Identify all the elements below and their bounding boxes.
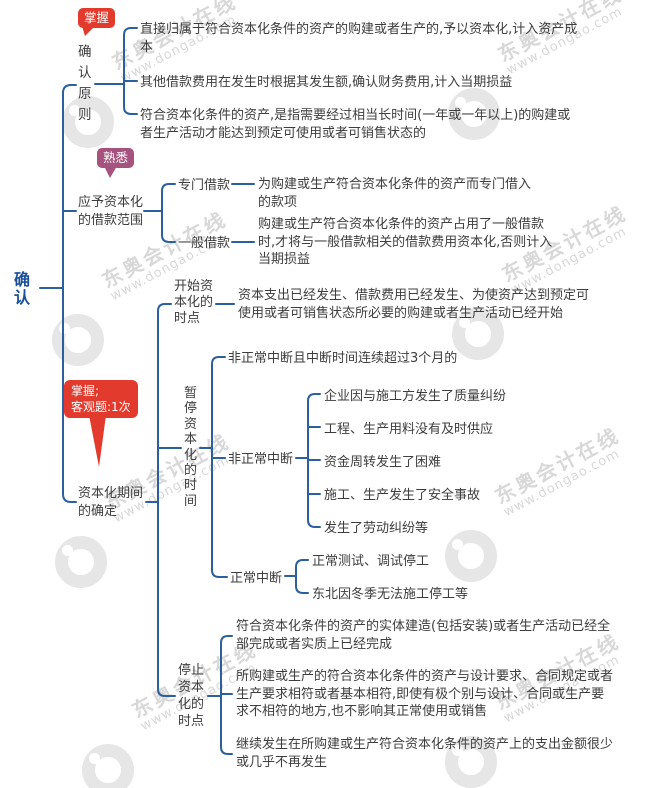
branch3-connector bbox=[145, 303, 182, 697]
leaf-text: 资金周转发生了困难 bbox=[324, 455, 442, 470]
badge-line: 客观题:1次 bbox=[71, 400, 131, 414]
node-yiban-jiekuan: 一般借款 bbox=[178, 236, 231, 251]
node-feizhengchang-zhongduan: 非正常中断 bbox=[228, 452, 294, 467]
leaf-text: 非正常中断且中断时间连续超过3个月的 bbox=[228, 351, 458, 366]
badge-zhangwo: 掌握 bbox=[78, 8, 116, 28]
leaf-text: 工程、生产用料没有及时供应 bbox=[324, 422, 494, 437]
badge-tail bbox=[82, 26, 95, 36]
branch1-connector bbox=[94, 27, 138, 115]
node-zhengchang-zhongduan: 正常中断 bbox=[230, 571, 283, 586]
leaf-text: 符合资本化条件的资产,是指需要经过相当长时间(一年或一年以上)的购建或者生产活动… bbox=[140, 108, 571, 141]
pause-connector bbox=[199, 356, 228, 578]
badge-tail bbox=[89, 415, 106, 467]
leaf-text: 购建或生产符合资本化条件的资产占用了一般借款时,才将与一般借款相关的借款费用资本… bbox=[258, 217, 553, 267]
root-node-queren: 确认 bbox=[14, 270, 31, 307]
leaf-text: 继续发生在所购建或生产符合资本化条件的资产上的支出金额很少或几乎不再发生 bbox=[236, 737, 614, 770]
node-tingzhi-zibenhua-shidian: 停止资本化的时点 bbox=[178, 663, 205, 729]
badge-tail bbox=[104, 166, 117, 178]
leaf-text: 直接归属于符合资本化条件的资产的购建或者生产的,予以资本化,计入资产成本 bbox=[140, 22, 578, 55]
badge-shuxi: 熟悉 bbox=[97, 148, 135, 168]
branch2-connector bbox=[143, 183, 255, 243]
leaf-text: 发生了劳动纠纷等 bbox=[324, 521, 429, 536]
badge-zhangwo-keguanti: 掌握; 客观题:1次 bbox=[64, 380, 138, 418]
node-yingyu-zibenhua-jiekuan-fanwei: 应予资本化的借款范围 bbox=[78, 195, 144, 228]
node-zibenhua-qijian-queding: 资本化期间的确定 bbox=[78, 486, 144, 519]
node-zhuanmen-jiekuan: 专门借款 bbox=[178, 178, 231, 193]
leaf-text: 东北因冬季无法施工停工等 bbox=[312, 587, 469, 602]
leaf-text: 资本支出已经发生、借款费用已经发生、为使资产达到预定可使用或者可销售状态所必要的… bbox=[238, 288, 590, 321]
leaf-text: 所购建或生产的符合资本化条件的资产与设计要求、合同规定或者生产要求相符或者基本相… bbox=[236, 669, 614, 719]
leaf-text: 正常测试、调试停工 bbox=[312, 554, 430, 569]
leaf-text: 符合资本化条件的资产的实体建造(包括安装)或者生产活动已经全部完成或者实质上已经… bbox=[236, 619, 611, 652]
node-kaishi-zibenhua-shidian: 开始资本化的时点 bbox=[174, 279, 214, 326]
stop-connector bbox=[207, 635, 233, 755]
node-queren-yuanze: 确认原则 bbox=[78, 44, 92, 123]
leaf-text: 为购建或生产符合资本化条件的资产而专门借入的款项 bbox=[258, 177, 532, 210]
trunk-connector bbox=[39, 84, 77, 503]
badge-line: 掌握; bbox=[71, 384, 100, 398]
leaf-text: 其他借款费用在发生时根据其发生额,确认财务费用,计入当期损益 bbox=[140, 75, 513, 90]
leaf-text: 施工、生产发生了安全事故 bbox=[324, 488, 481, 503]
normal-connector bbox=[284, 559, 309, 594]
abnormal-connector bbox=[295, 393, 321, 528]
node-zanting-zibenhua-shijian: 暂停资本化的时间 bbox=[184, 386, 198, 509]
leaf-text: 企业因与施工方发生了质量纠纷 bbox=[324, 389, 507, 404]
